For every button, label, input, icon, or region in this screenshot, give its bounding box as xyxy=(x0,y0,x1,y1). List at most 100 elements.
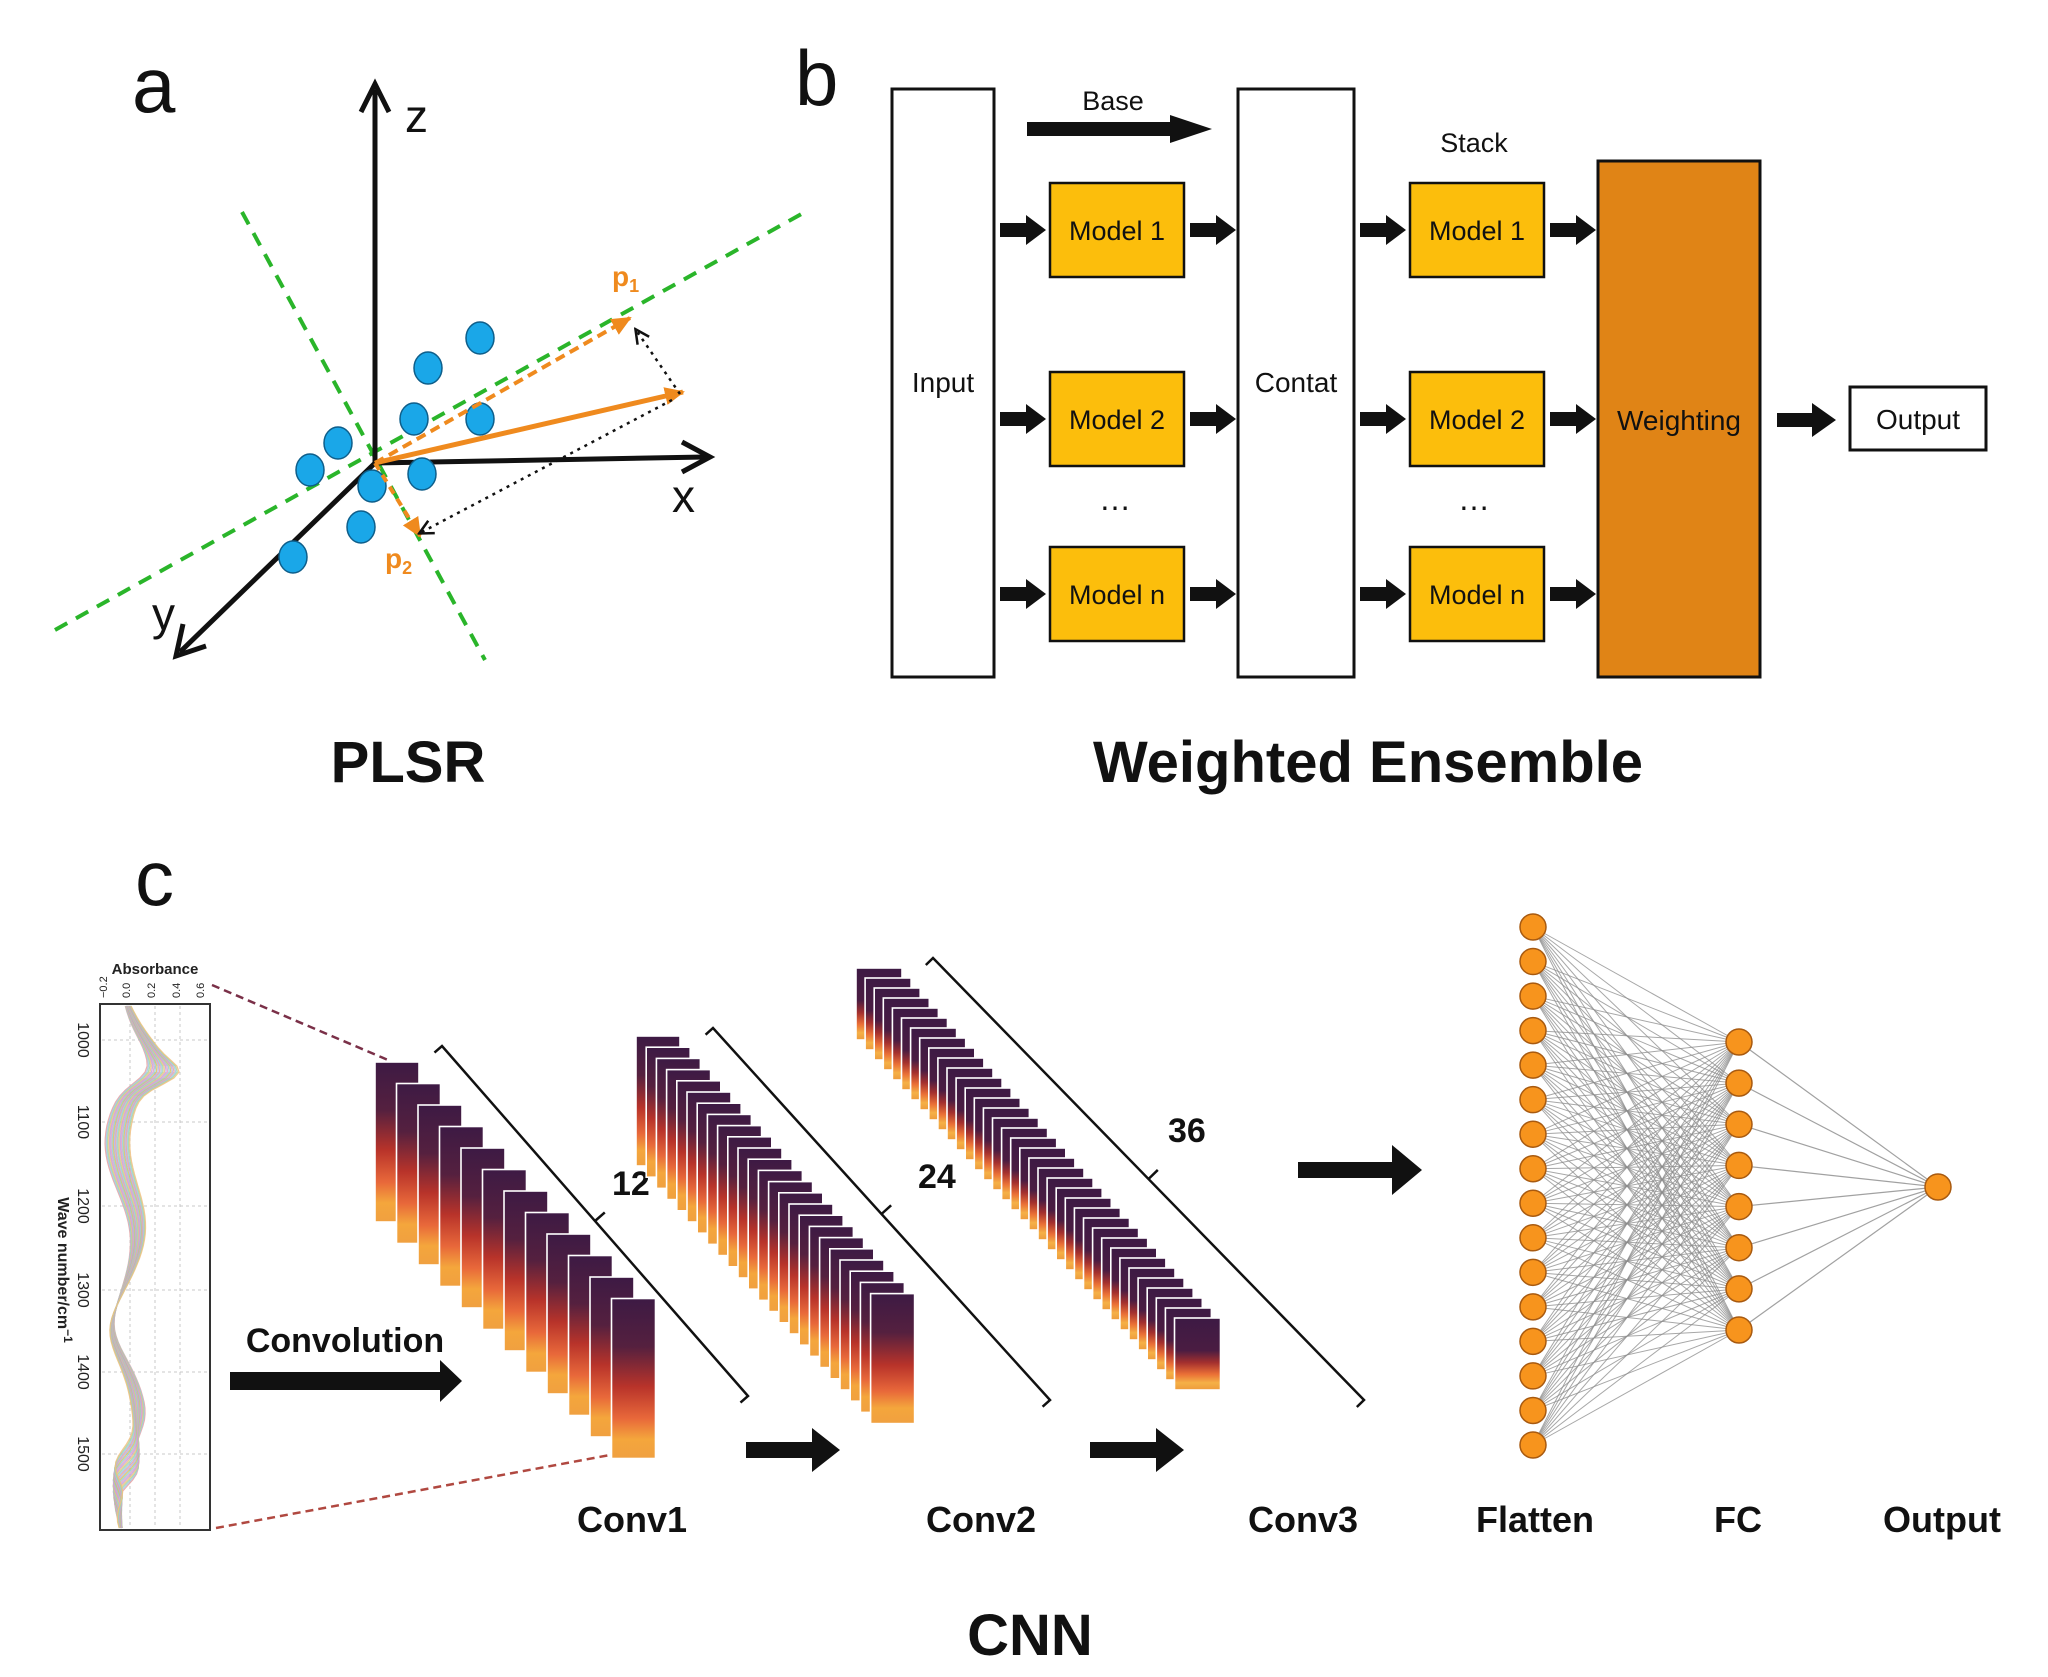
data-point xyxy=(413,351,443,385)
weighting-box xyxy=(1596,159,1762,679)
spectrum-x-tick: 0.0 xyxy=(121,983,133,998)
flatten-node xyxy=(1519,1189,1547,1218)
feature-map xyxy=(610,1297,657,1460)
contat-to-stack-model-arrow xyxy=(1360,404,1406,434)
fc-node xyxy=(1725,1069,1753,1097)
dashed-axis-1 xyxy=(54,210,806,632)
vector-p2 xyxy=(373,461,422,538)
feature-map xyxy=(869,1292,916,1425)
input-to-base-model-arrow xyxy=(1000,579,1046,609)
base-model-to-contat-arrow xyxy=(1190,215,1236,245)
fc-node xyxy=(1725,1151,1753,1180)
spectrum-y-tick: 1500 xyxy=(74,1436,91,1472)
panel-a: a z x y p1 p2 PLSR xyxy=(54,41,806,795)
vector-main xyxy=(374,387,685,466)
fc-node xyxy=(1725,1316,1753,1344)
input-to-base-model-arrow xyxy=(1000,404,1046,434)
base-model-label: Model 2 xyxy=(1069,405,1165,435)
conv3-label: Conv3 xyxy=(1248,1499,1358,1540)
flatten-node xyxy=(1519,1085,1547,1114)
flatten-node xyxy=(1519,913,1547,941)
stack-model-label: Model 2 xyxy=(1429,405,1525,435)
output-layer-label: Output xyxy=(1883,1499,2001,1540)
flatten-node xyxy=(1519,947,1547,976)
conv1-to-conv2-arrow xyxy=(746,1428,840,1472)
data-point xyxy=(407,457,437,491)
base-model-box xyxy=(1048,181,1186,279)
base-arrow xyxy=(1027,115,1212,143)
y-axis xyxy=(178,461,377,654)
stack-model-to-weighting-arrow xyxy=(1550,404,1596,434)
spectrum-x-tick: 0.4 xyxy=(171,983,183,998)
contat-label: Contat xyxy=(1255,367,1338,398)
fc-node xyxy=(1725,1275,1753,1303)
feature-map-count: 24 xyxy=(918,1158,956,1196)
contat-to-stack-model-arrow xyxy=(1360,579,1406,609)
scatter-points xyxy=(278,321,495,574)
stack-label: Stack xyxy=(1440,128,1508,158)
flatten-node xyxy=(1519,1396,1547,1425)
data-point xyxy=(295,453,325,487)
dense-network xyxy=(1519,913,1952,1459)
conv2-to-conv3-arrow xyxy=(1090,1428,1184,1472)
base-model-label: Model n xyxy=(1069,580,1165,610)
spectrum-y-label: Wave number/cm−1 xyxy=(54,1197,75,1343)
flatten-node xyxy=(1519,1051,1547,1079)
flatten-node xyxy=(1519,982,1547,1010)
convolution-label: Convolution xyxy=(246,1322,444,1360)
flatten-node xyxy=(1519,1120,1547,1148)
contat-to-stack-model-arrow xyxy=(1360,215,1406,245)
spectrum-y-tick: 1100 xyxy=(74,1105,91,1140)
conv1-label: Conv1 xyxy=(577,1499,687,1540)
p2-label: p2 xyxy=(385,543,412,578)
y-axis-label: y xyxy=(152,588,175,640)
base-model-label: Model 1 xyxy=(1069,216,1165,246)
spectrum-x-tick: −0.2 xyxy=(98,976,110,998)
ellipsis-base: … xyxy=(1099,481,1131,517)
flatten-label: Flatten xyxy=(1476,1499,1594,1540)
data-point xyxy=(357,469,387,503)
panel-a-title: PLSR xyxy=(331,730,486,795)
data-point xyxy=(465,321,495,355)
data-point xyxy=(465,402,495,436)
zoom-line-top xyxy=(211,983,389,1062)
spectrum-curve xyxy=(109,1005,180,1529)
panel-letter-a: a xyxy=(132,41,176,129)
base-model-box xyxy=(1048,370,1186,468)
flatten-node xyxy=(1519,1016,1547,1045)
flatten-node xyxy=(1519,1431,1547,1459)
data-point xyxy=(346,510,376,544)
fc-node xyxy=(1725,1192,1753,1221)
spectrum-y-tick: 1300 xyxy=(74,1272,91,1308)
flatten-node xyxy=(1519,1327,1547,1356)
z-axis-label: z xyxy=(405,90,428,142)
stack-model-to-weighting-arrow xyxy=(1550,579,1596,609)
dashed-axis-2 xyxy=(240,211,487,661)
input-to-base-model-arrow xyxy=(1000,215,1046,245)
projection-line-p2 xyxy=(420,398,673,533)
panel-c-title: CNN xyxy=(967,1603,1093,1668)
output-node xyxy=(1924,1173,1952,1201)
flatten-node xyxy=(1519,1154,1547,1183)
spectrum-curves xyxy=(104,1005,180,1529)
p1-label: p1 xyxy=(612,261,639,296)
input-label: Input xyxy=(912,367,974,398)
contat-box xyxy=(1236,87,1356,679)
base-label: Base xyxy=(1082,86,1144,116)
feature-map xyxy=(1173,1317,1222,1391)
input-box xyxy=(890,87,996,679)
fc-node xyxy=(1725,1028,1753,1056)
vector-p1 xyxy=(374,316,632,465)
zoom-line-bottom xyxy=(215,1453,611,1530)
projection-line-p1 xyxy=(636,330,682,395)
stack-model-label: Model n xyxy=(1429,580,1525,610)
output-box xyxy=(1848,385,1988,452)
flatten-node xyxy=(1519,1362,1547,1390)
flatten-node xyxy=(1519,1258,1547,1287)
